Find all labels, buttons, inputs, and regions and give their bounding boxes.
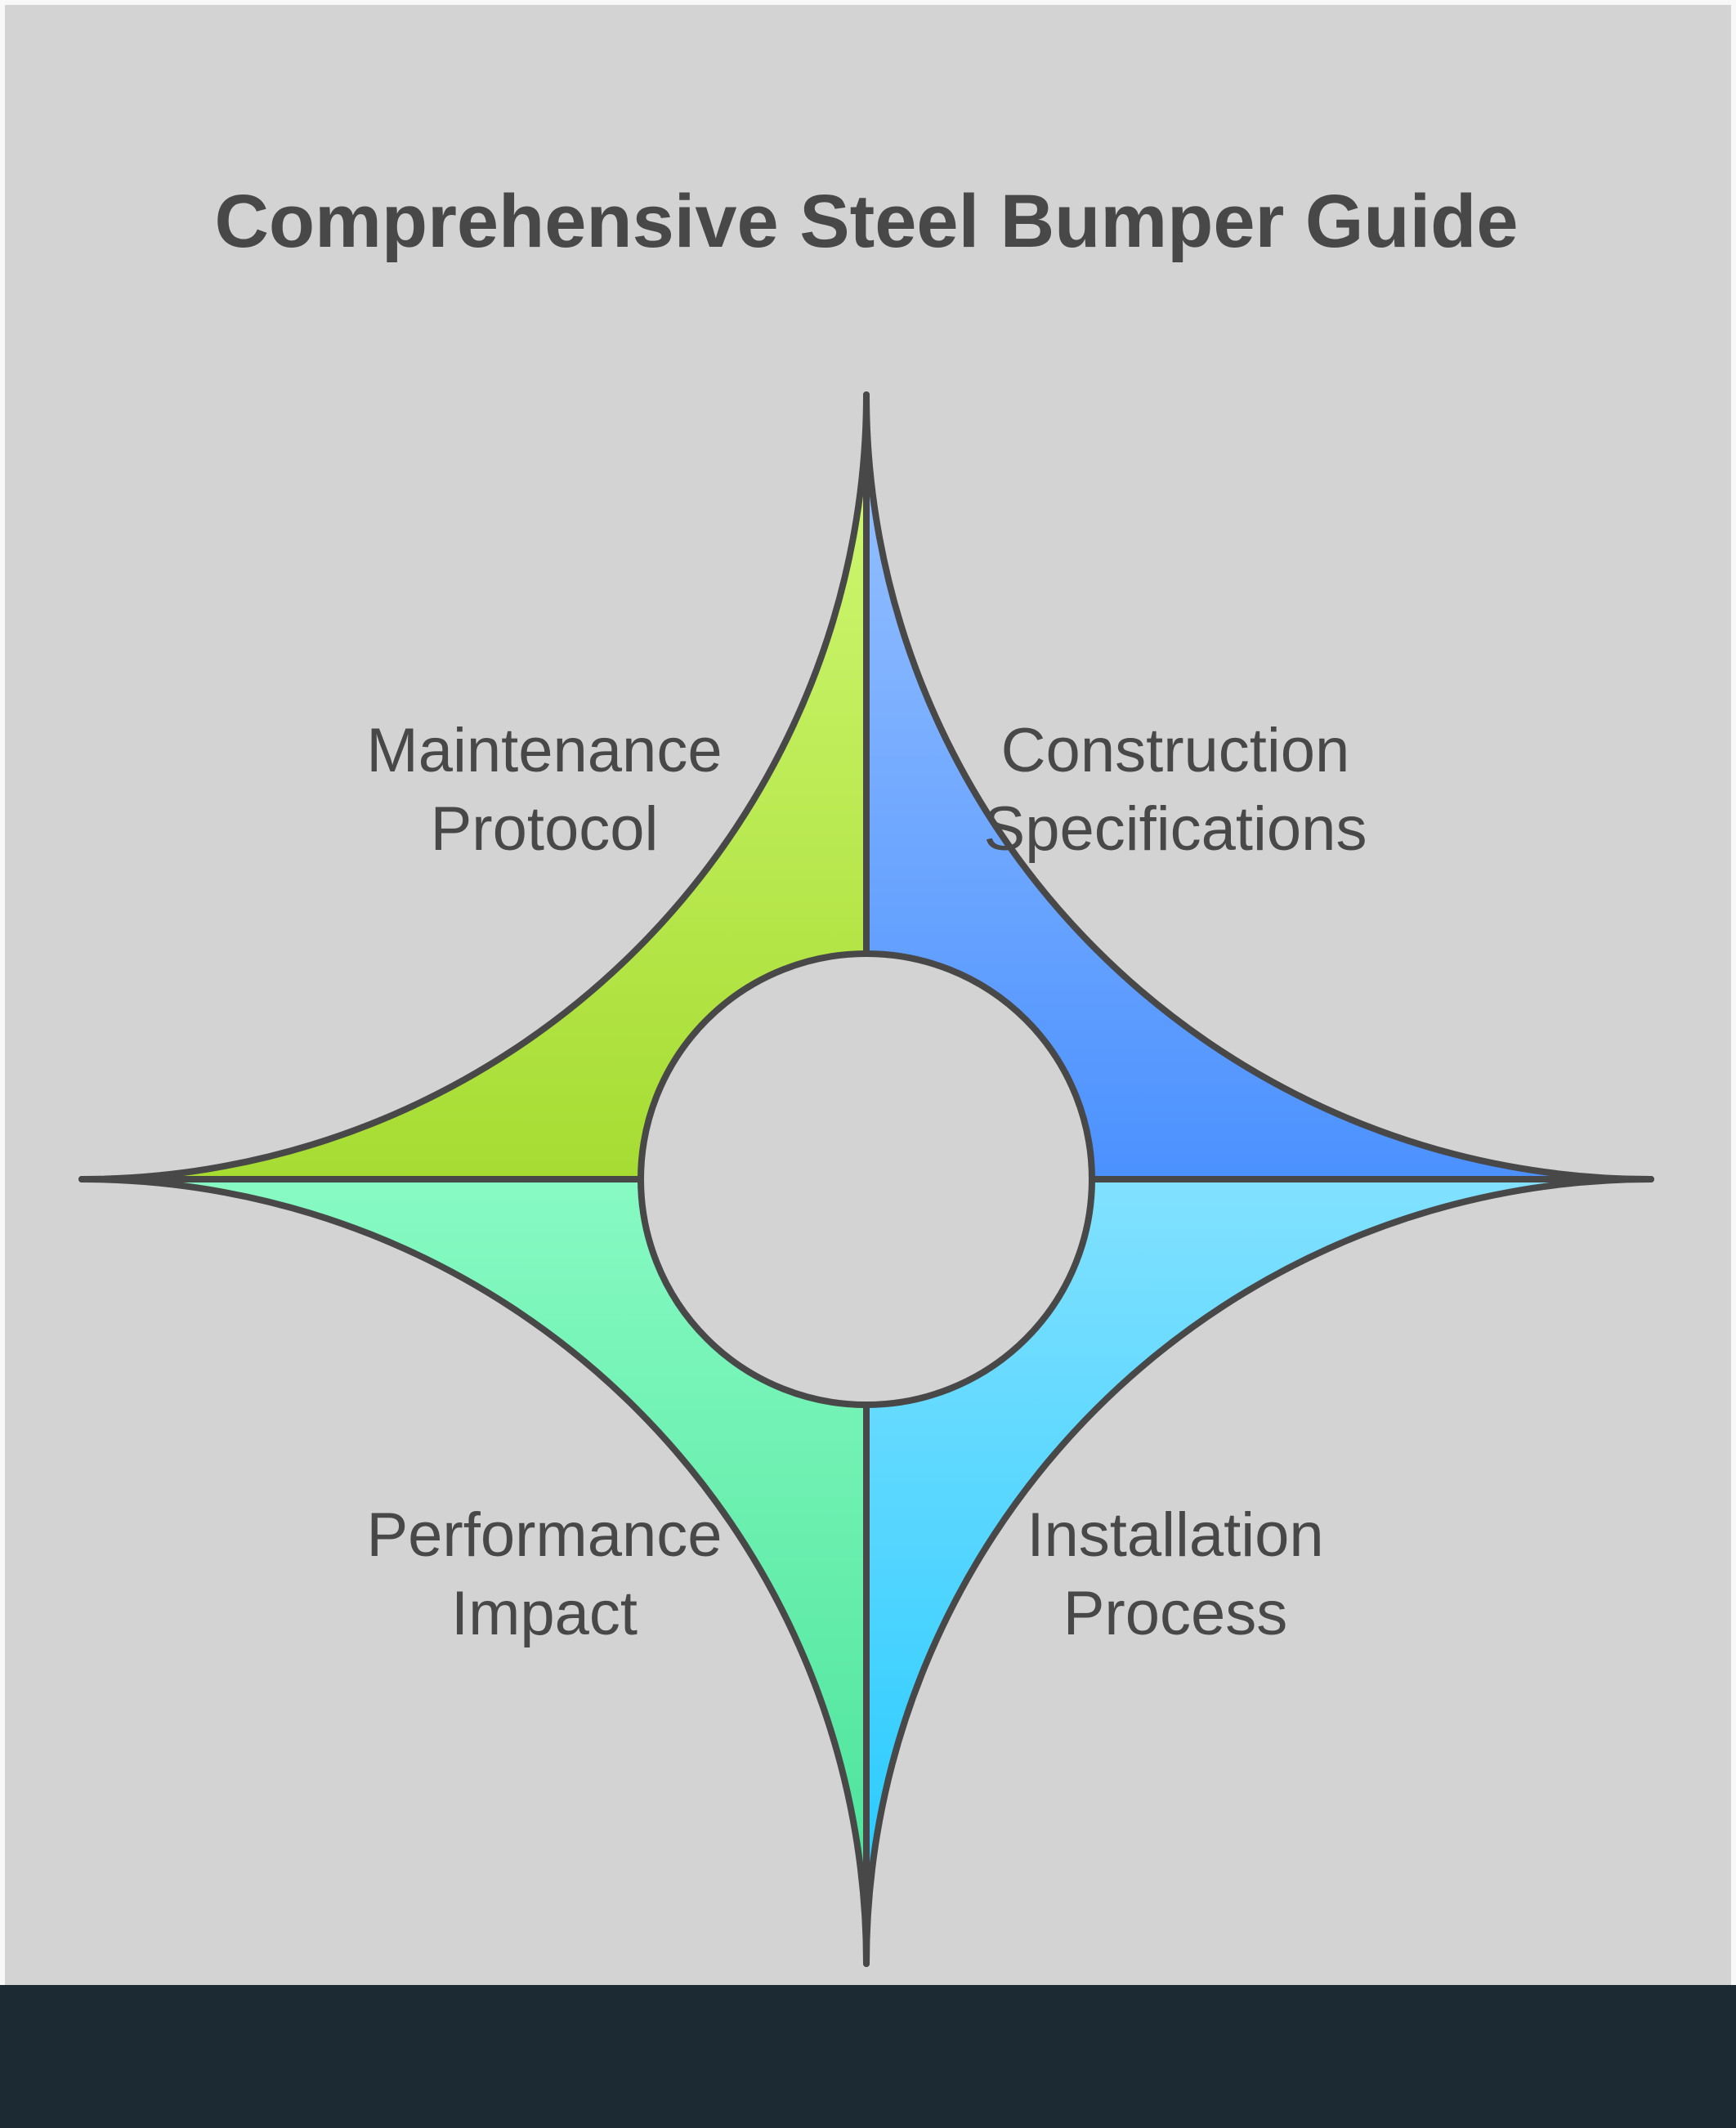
center-circle xyxy=(638,950,1095,1408)
quadrant-label-construction: Construction xyxy=(1001,716,1350,785)
quadrant-label-performance: Performance xyxy=(366,1500,722,1570)
quadrant-label-installation: Installation xyxy=(1027,1500,1323,1570)
quadrant-label-maintenance: Protocol xyxy=(431,794,659,864)
quadrant-label-performance: Impact xyxy=(451,1579,638,1648)
quadrant-label-maintenance: Maintenance xyxy=(366,716,722,785)
diagram-title: Comprehensive Steel Bumper Guide xyxy=(214,180,1518,263)
quadrant-label-installation: Process xyxy=(1063,1579,1288,1648)
quadrant-label-construction: Specifications xyxy=(984,794,1367,864)
footer-bar xyxy=(0,1985,1736,2128)
